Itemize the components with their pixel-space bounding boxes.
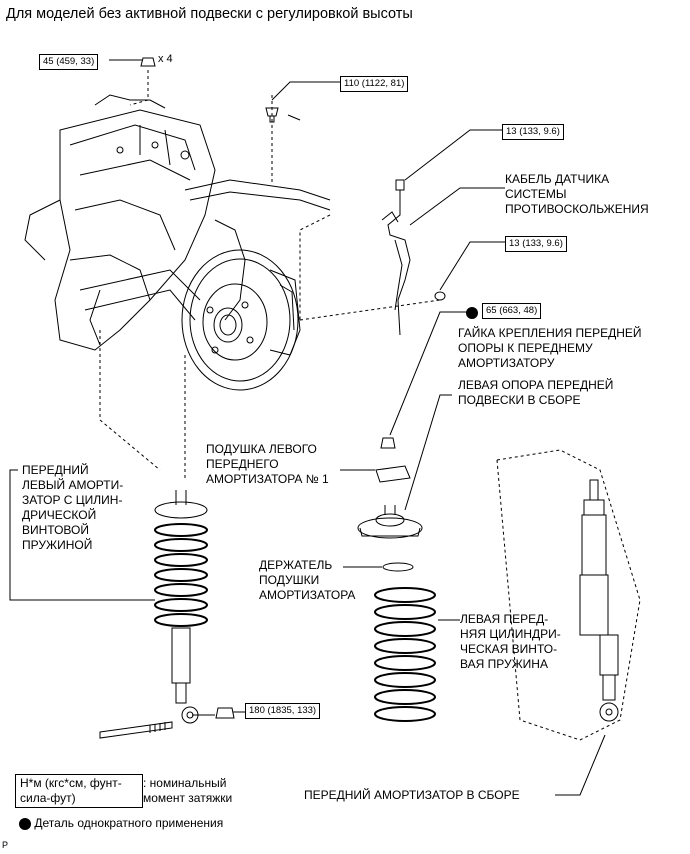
torque-13a-box: 13 (133, 9.6) [502,124,564,140]
torque-180-box: 180 (1835, 133) [245,703,321,719]
right-shock-absorber [579,479,619,722]
nut-65 [380,437,396,449]
lower-nut [215,707,235,719]
coil-spring [374,587,436,722]
abs-sensor-cable [381,179,411,336]
torque-13b-box: 13 (133, 9.6) [505,236,567,252]
upper-cushion [375,465,411,483]
leader-lines [9,59,606,796]
bolt-110-pin [287,114,301,121]
bolt-110 [265,107,279,123]
brake-disc [181,249,301,391]
nut-45 [140,57,156,67]
knuckle-assembly [24,94,331,351]
spring-label: ЛЕВАЯ ПЕРЕД- НЯЯ ЦИЛИНДРИ- ЧЕСКАЯ ВИНТО-… [460,612,561,671]
nut-label: ГАЙКА КРЕПЛЕНИЯ ПЕРЕДНЕЙ ОПОРЫ К ПЕРЕДНЕ… [458,326,642,370]
legend-unit-box: Н*м (кгс*см, фунт- сила-фут) [15,774,143,808]
torque-110-box: 110 (1122, 81) [340,76,409,92]
single-use-dot-icon [466,304,478,322]
absorber-label: ПЕРЕДНИЙ АМОРТИЗАТОР В СБОРЕ [304,788,520,802]
abs-cable-label: КАБЕЛЬ ДАТЧИКА СИСТЕМЫ ПРОТИВОСКОЛЬЖЕНИЯ [505,172,649,216]
upper-support [357,505,423,539]
cushion-label: ПОДУШКА ЛЕВОГО ПЕРЕДНЕГО АМОРТИЗАТОРА № … [206,442,329,486]
single-use-legend-dot-icon [19,817,31,830]
retainer-label: ДЕРЖАТЕЛЬ ПОДУШКИ АМОРТИЗАТОРА [259,558,356,602]
page-title: Для моделей без активной подвески с регу… [6,6,413,22]
left-strut-assembly [154,490,208,724]
strut-assembly-label: ПЕРЕДНИЙ ЛЕВЫЙ АМОРТИ- ЗАТОР С ЦИЛИН- ДР… [22,463,124,552]
support-label: ЛЕВАЯ ОПОРА ПЕРЕДНЕЙ ПОДВЕСКИ В СБОРЕ [458,378,614,407]
retainer [382,562,414,572]
quantity-label: x 4 [158,53,173,65]
footer-code: P [2,840,9,850]
abs-clip-bolt [434,291,446,301]
legend-single-use: Деталь однократного применения [19,816,223,831]
lower-bolt [99,721,173,739]
legend-unit-description: : номинальный момент затяжки [143,776,233,805]
alignment-lines [99,70,641,741]
torque-65-box: 65 (663, 48) [482,303,542,319]
torque-45-box: 45 (459, 33) [39,54,99,70]
